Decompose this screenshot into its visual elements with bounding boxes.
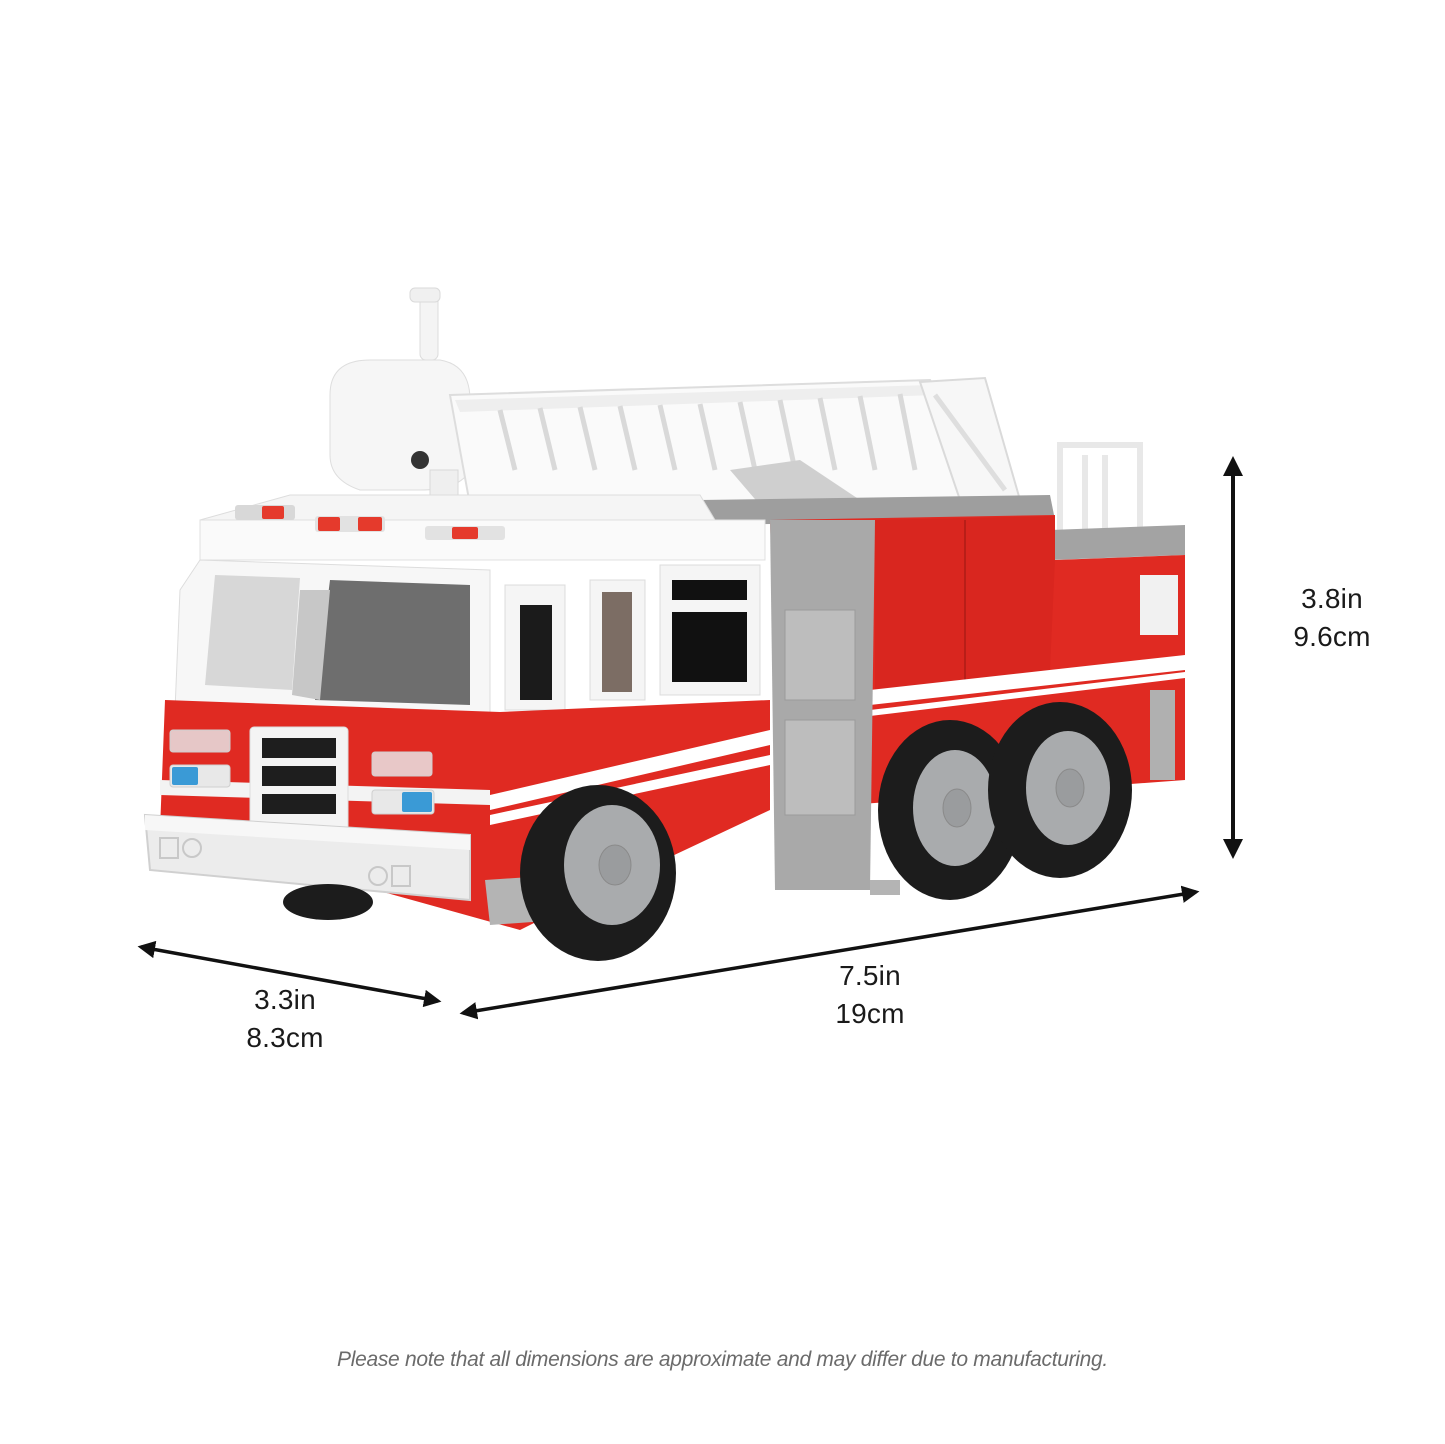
grille — [249, 726, 349, 831]
height-metric: 9.6cm — [1293, 621, 1371, 652]
height-label: 3.8in 9.6cm — [1262, 580, 1402, 656]
length-imperial: 7.5in — [839, 960, 901, 991]
width-metric: 8.3cm — [246, 1022, 324, 1053]
ladder — [448, 376, 1022, 507]
side-compartment — [770, 520, 875, 890]
length-label: 7.5in 19cm — [795, 957, 945, 1033]
bumper — [143, 813, 471, 902]
height-imperial: 3.8in — [1301, 583, 1363, 614]
length-metric: 19cm — [835, 998, 905, 1029]
disclaimer-footnote: Please note that all dimensions are appr… — [337, 1348, 1108, 1371]
middle-wheel — [878, 720, 1022, 900]
width-label: 3.3in 8.3cm — [215, 981, 355, 1057]
headlights — [169, 729, 435, 815]
front-wheel — [520, 785, 676, 961]
ladder-turret — [329, 287, 471, 501]
width-imperial: 3.3in — [254, 984, 316, 1015]
rear-wheel — [988, 702, 1132, 878]
